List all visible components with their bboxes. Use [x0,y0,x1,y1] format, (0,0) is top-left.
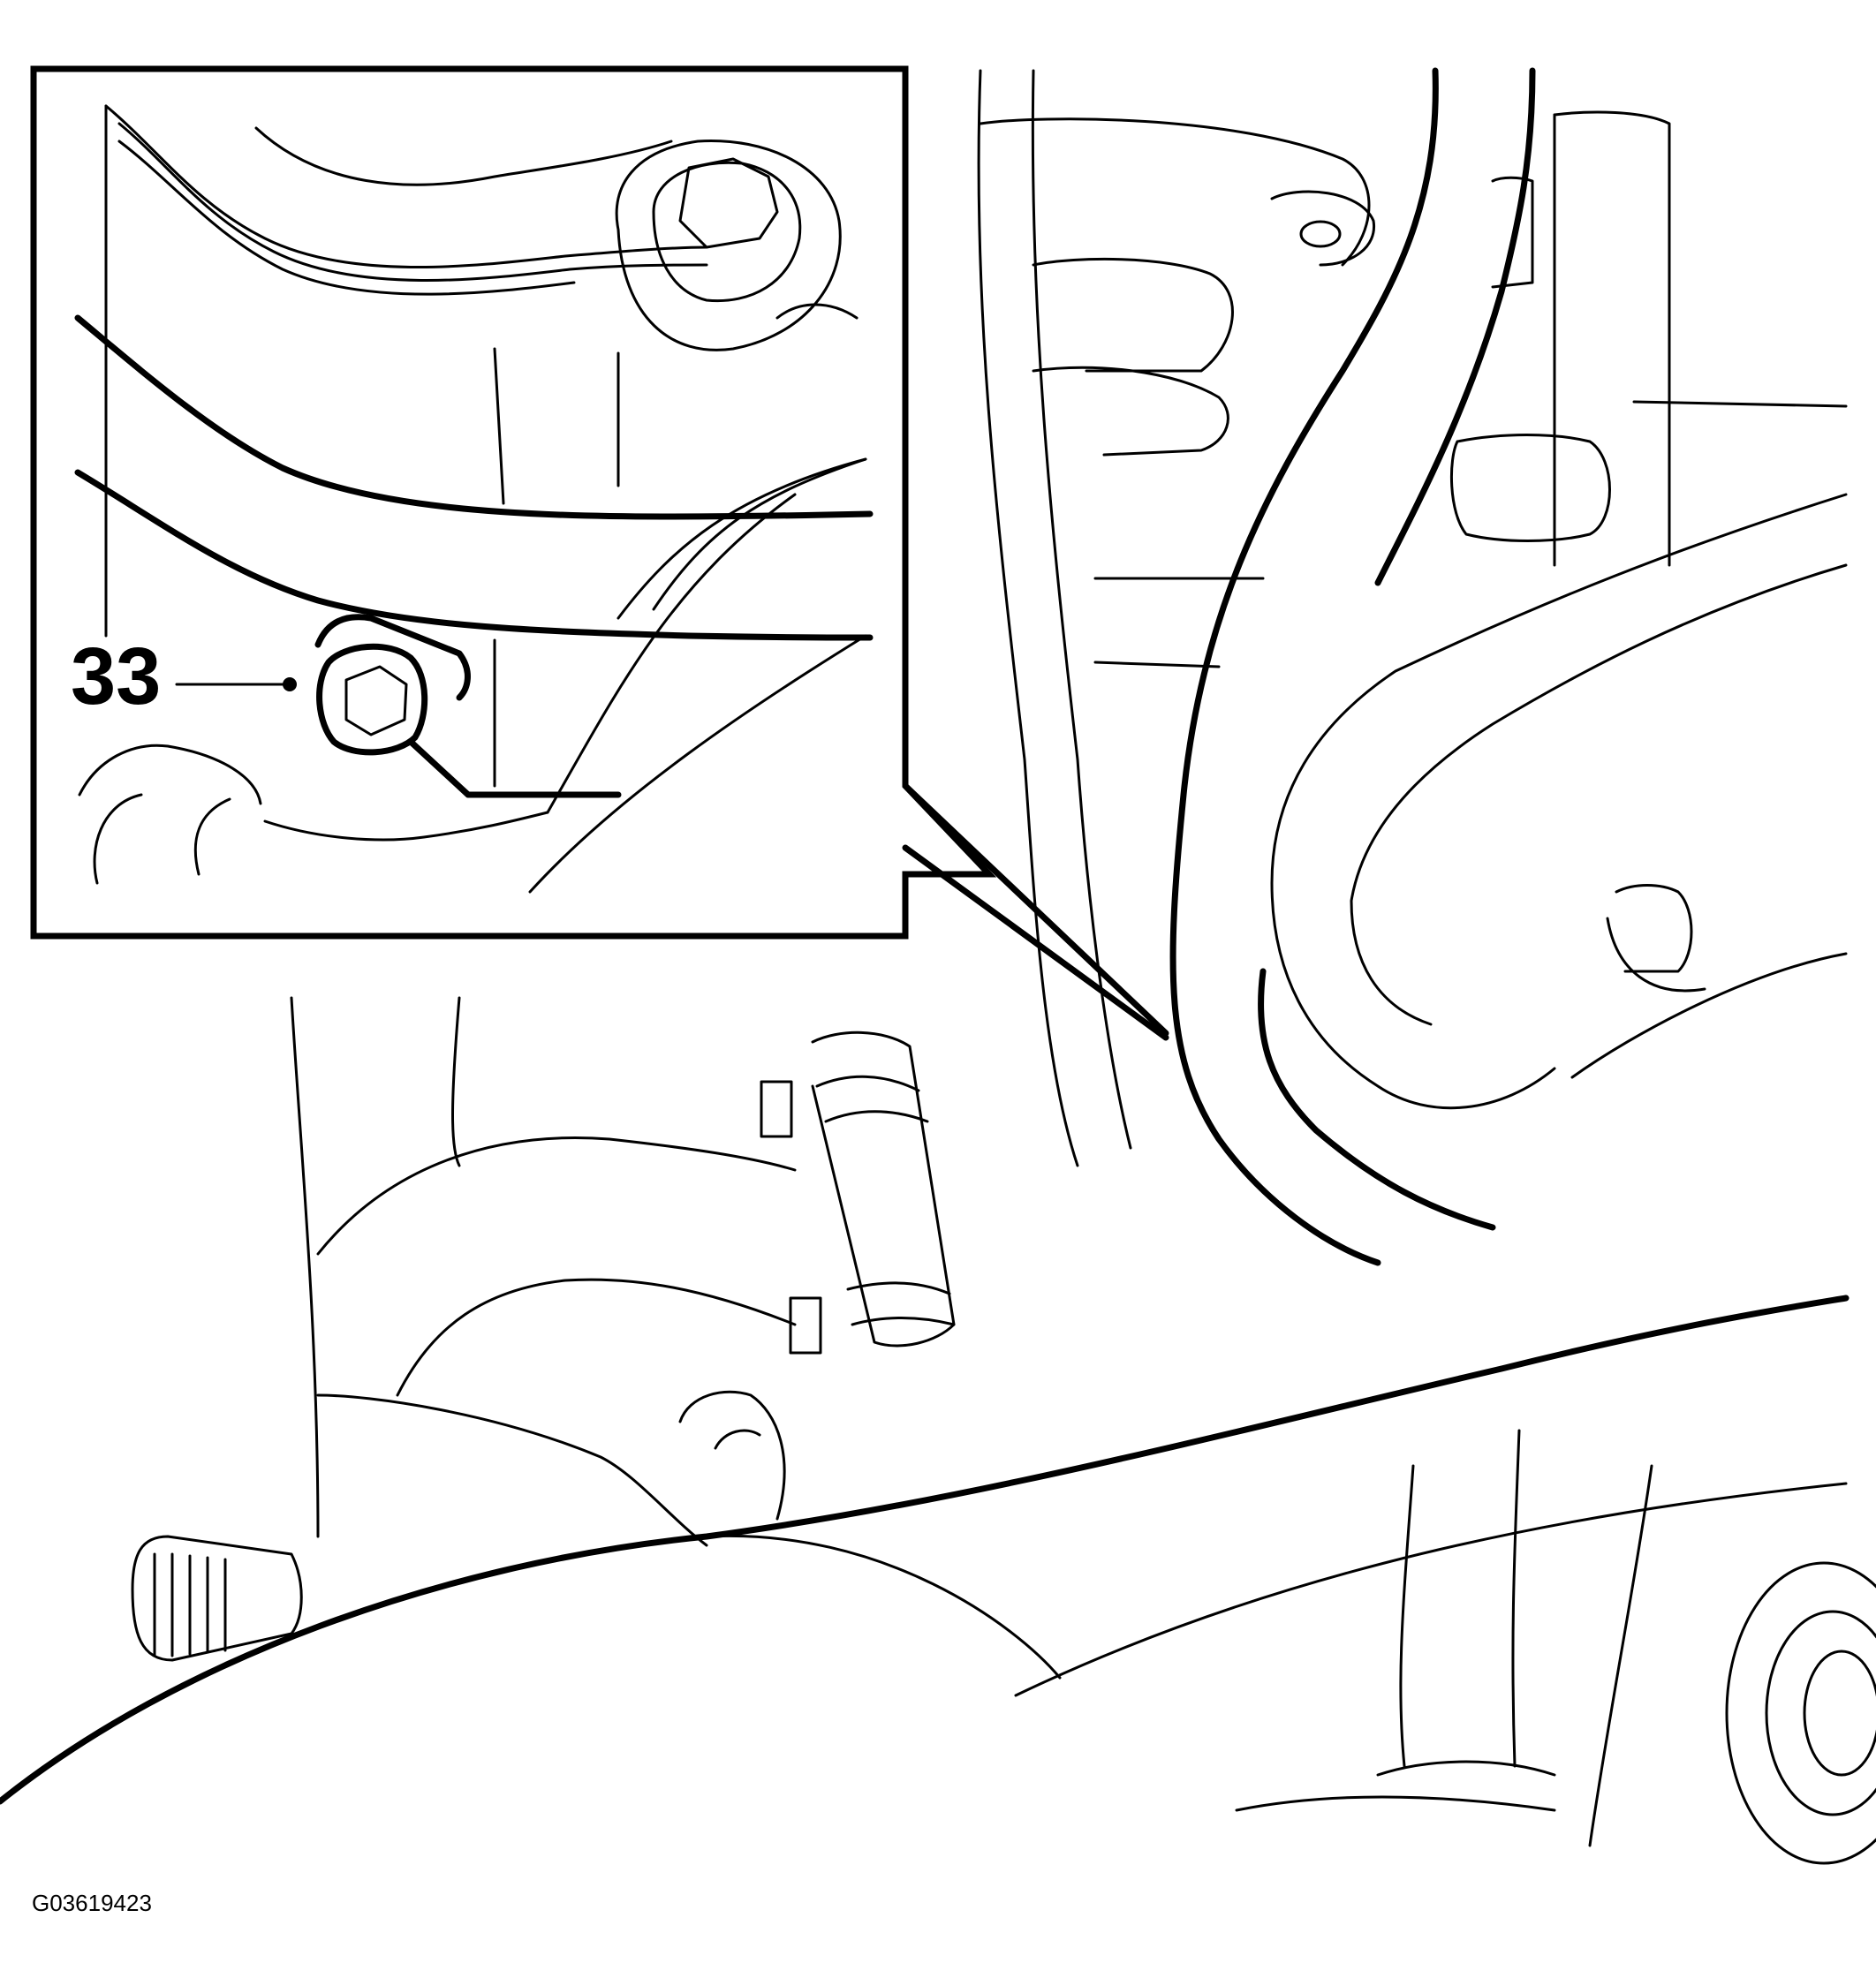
main-engine-view [0,67,1876,1865]
figure-code: G03619423 [32,1890,152,1916]
detail-inset [30,65,1169,1041]
callout-number-33: 33 [71,631,162,721]
callout-dot [283,677,297,691]
